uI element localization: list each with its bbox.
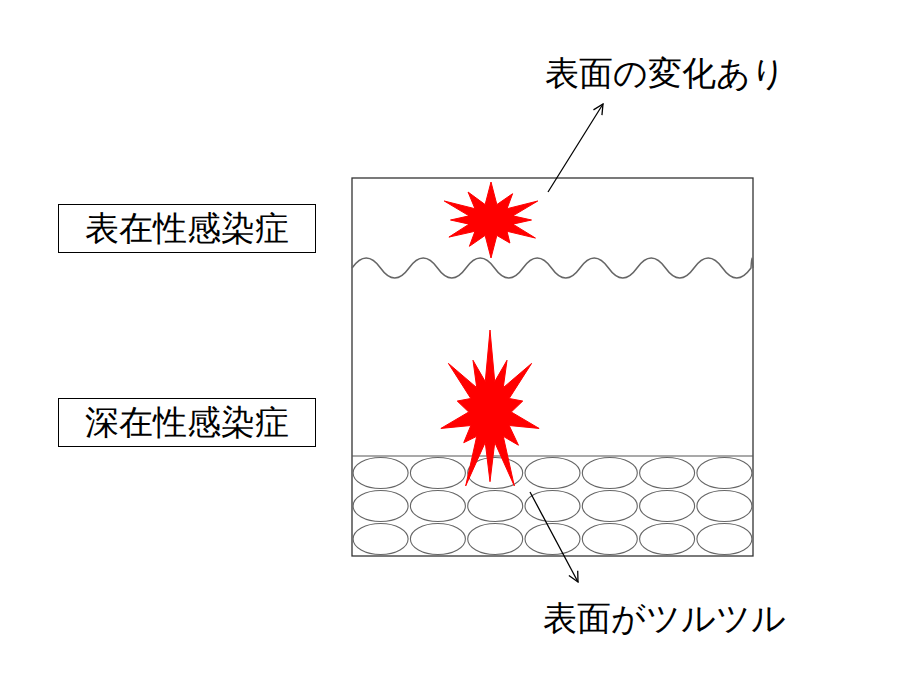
label-box: 表在性感染症	[58, 204, 316, 253]
cell	[410, 458, 465, 489]
skin-wave	[352, 258, 753, 278]
tissue-frame	[352, 178, 753, 556]
cell	[697, 524, 752, 555]
box-label: 深在性感染症	[85, 402, 289, 443]
cell	[353, 491, 408, 522]
cell	[410, 524, 465, 555]
cell	[468, 524, 523, 555]
box-label: 表在性感染症	[85, 208, 289, 249]
cell	[353, 524, 408, 555]
cell	[640, 524, 695, 555]
cell	[582, 524, 637, 555]
cell	[697, 458, 752, 489]
cell-layer	[353, 458, 752, 555]
label-box: 深在性感染症	[58, 398, 316, 447]
cell	[525, 524, 580, 555]
cell	[410, 491, 465, 522]
leader-arrow	[530, 492, 578, 582]
callout-label: 表面がツルツル	[543, 598, 786, 639]
callout-label: 表面の変化あり	[545, 53, 786, 94]
infection-star	[441, 330, 539, 486]
cell	[525, 491, 580, 522]
cell	[697, 491, 752, 522]
cell	[640, 458, 695, 489]
infection-star	[444, 182, 538, 258]
cell	[582, 491, 637, 522]
cell	[468, 491, 523, 522]
cell	[525, 458, 580, 489]
cell	[582, 458, 637, 489]
mucosa-line	[352, 455, 753, 456]
leader-arrow	[548, 104, 603, 192]
cell	[640, 491, 695, 522]
cell	[353, 458, 408, 489]
